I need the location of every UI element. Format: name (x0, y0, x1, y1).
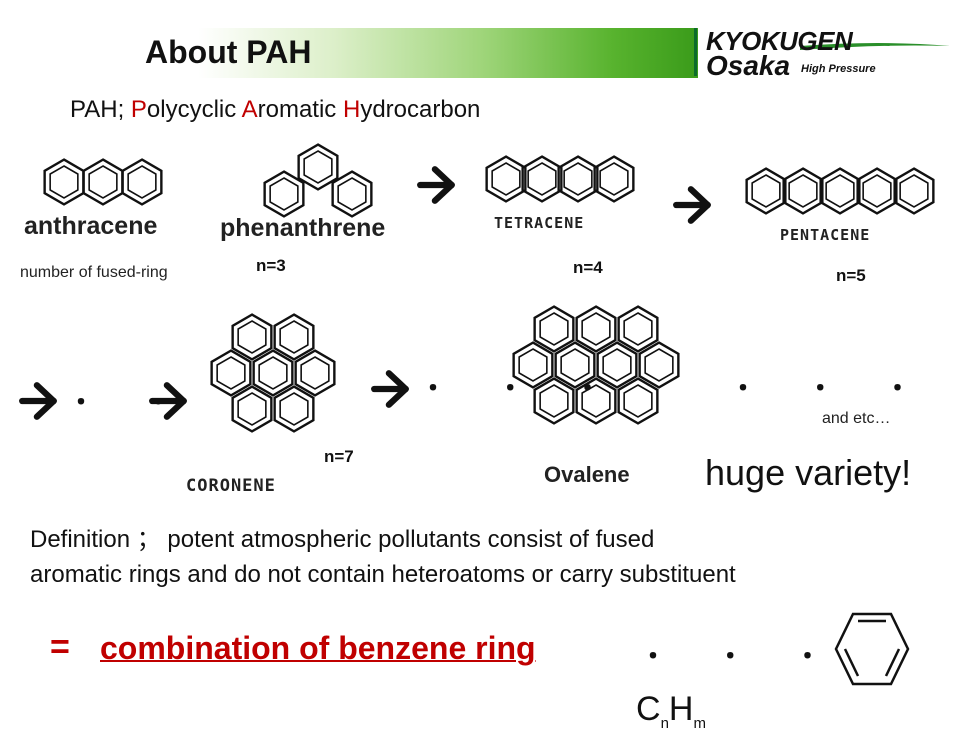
ovalene-structure (512, 305, 680, 425)
fused-ring-label: number of fused-ring (20, 264, 168, 281)
logo-divider (694, 28, 697, 76)
subtitle-letter-p: P (130, 96, 147, 123)
huge-variety: huge variety! (705, 452, 912, 493)
equals-sign: = (50, 628, 70, 666)
anthracene-structure (43, 158, 163, 206)
subtitle-rest-h: ydrocarbon (360, 96, 481, 123)
sequence-dots: ・ ・ ・ (730, 373, 933, 403)
arrow-right-icon (148, 380, 190, 422)
title-banner (130, 28, 698, 78)
general-formula: CnHm (636, 690, 706, 732)
coronene-label: CORONENE (186, 476, 276, 496)
formula-c: C (636, 690, 661, 728)
formula-n: n (660, 714, 669, 732)
pentacene-structure (745, 167, 935, 215)
definition-text: Definition ； potent atmospheric pollutan… (30, 522, 950, 592)
conclusion-dots: ・ ・ ・ (640, 641, 843, 671)
n7-label: n=7 (324, 447, 354, 466)
pah-subtitle: PAH; Polycyclic Aromatic Hydrocarbon (70, 96, 480, 124)
formula-m: m (693, 714, 706, 732)
subtitle-letter-a: A (241, 96, 258, 123)
pentacene-label: PENTACENE (780, 226, 871, 244)
arrow-right-icon (18, 380, 60, 422)
tetracene-label: TETRACENE (494, 214, 585, 232)
arrow-right-icon (416, 164, 458, 206)
anthracene-label: anthracene (24, 212, 158, 240)
formula-h: H (668, 690, 694, 728)
logo-swoosh-icon (800, 43, 950, 50)
n4-label: n=4 (573, 258, 603, 277)
ovalene-label: Ovalene (544, 462, 630, 487)
page-title: About PAH (145, 34, 312, 70)
definition-line2: aromatic rings and do not contain hetero… (30, 561, 736, 588)
subtitle-prefix: PAH; (70, 96, 131, 123)
subtitle-rest-p: olycyclic (146, 96, 242, 123)
phenanthrene-label: phenanthrene (220, 214, 386, 242)
subtitle-rest-a: romatic (257, 96, 343, 123)
benzene-structure (834, 612, 910, 686)
definition-line1: Definition ； potent atmospheric pollutan… (30, 526, 655, 553)
combination-phrase: combination of benzene ring (100, 630, 536, 666)
logo-kyokugen: KYOKUGEN (706, 26, 853, 56)
phenanthrene-structure (263, 143, 373, 218)
arrow-right-icon (370, 368, 412, 410)
arrow-right-icon (672, 184, 714, 226)
logo-osaka: Osaka (706, 50, 791, 81)
and-etc: and etc… (822, 410, 891, 427)
subtitle-letter-h: H (342, 96, 361, 123)
n3-label: n=3 (256, 256, 286, 275)
logo-high-pressure: High Pressure (801, 63, 876, 75)
coronene-structure (210, 313, 336, 433)
n5-label: n=5 (836, 266, 866, 285)
tetracene-structure (485, 155, 635, 203)
